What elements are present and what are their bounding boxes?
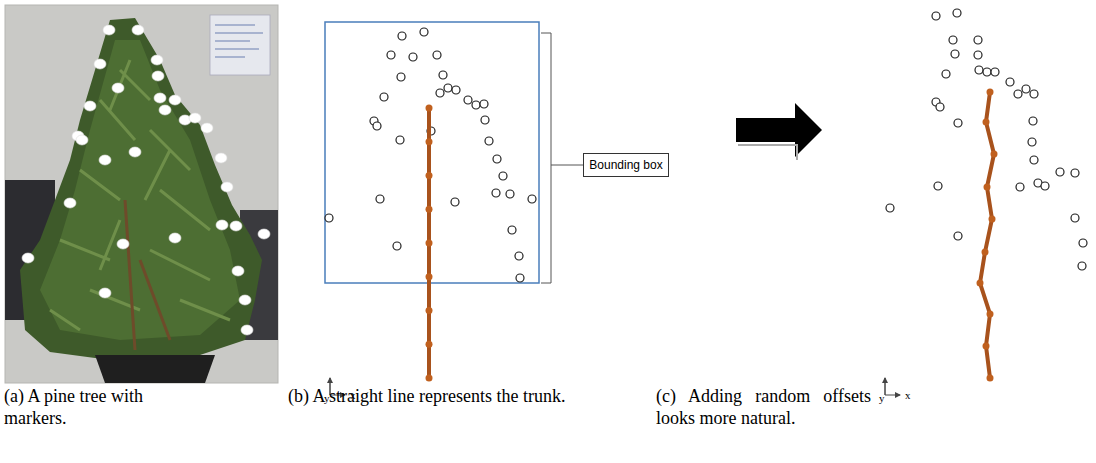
marker-point — [444, 84, 452, 92]
marker-point — [499, 172, 507, 180]
marker-point — [953, 9, 961, 17]
marker-point — [433, 51, 441, 59]
bounding-box-rect — [325, 22, 539, 283]
trunk-joint — [426, 375, 433, 382]
marker-point — [974, 36, 982, 44]
marker-point — [398, 32, 406, 40]
marker-point — [397, 73, 405, 81]
trunk-joint — [426, 105, 433, 112]
marker-point — [439, 71, 447, 79]
trunk-joint — [426, 138, 433, 145]
trunk-joint — [426, 172, 433, 179]
trunk-joint — [982, 249, 989, 256]
marker-point — [380, 93, 388, 101]
trunk-joint — [991, 151, 998, 158]
marker-point — [472, 101, 480, 109]
marker-point — [409, 53, 417, 61]
trunk-joint — [987, 375, 994, 382]
marker-point — [1079, 239, 1087, 247]
marker-point — [516, 274, 524, 282]
marker-point — [1028, 138, 1036, 146]
marker-point — [1014, 90, 1022, 98]
marker-point — [936, 103, 944, 111]
marker-point — [420, 28, 428, 36]
marker-point — [934, 182, 942, 190]
marker-point — [508, 226, 516, 234]
subfigure-caption: (a) A pine tree with markers. — [4, 386, 204, 429]
marker-point — [1030, 90, 1038, 98]
marker-point — [954, 119, 962, 127]
marker-point — [983, 68, 991, 76]
marker-point — [325, 214, 333, 222]
trunk-joint — [426, 341, 433, 348]
trunk-joint — [426, 206, 433, 213]
axis — [885, 378, 900, 395]
marker-point — [436, 89, 444, 97]
subfigure-caption: (b) A straight line represents the trunk… — [288, 386, 568, 408]
trunk-joint — [984, 184, 991, 191]
marker-point — [991, 68, 999, 76]
axis-label: y — [324, 392, 330, 405]
trunk-joint — [987, 89, 994, 96]
marker-point — [949, 36, 957, 44]
marker-point — [1022, 85, 1030, 93]
axis-label: y — [879, 392, 885, 405]
marker-point — [1071, 214, 1079, 222]
marker-point — [480, 100, 488, 108]
marker-point — [974, 51, 982, 59]
marker-point — [492, 189, 500, 197]
marker-point — [886, 204, 894, 212]
marker-point — [485, 137, 493, 145]
marker-point — [951, 50, 959, 58]
marker-point — [1056, 168, 1064, 176]
trunk-joint — [977, 280, 984, 287]
marker-point — [1029, 117, 1037, 125]
marker-point — [942, 70, 950, 78]
marker-point — [493, 155, 501, 163]
marker-point — [387, 51, 395, 59]
marker-point — [1078, 262, 1086, 270]
marker-point — [451, 198, 459, 206]
marker-point — [954, 232, 962, 240]
trunk-joint — [983, 119, 990, 126]
marker-point — [506, 190, 514, 198]
transform-arrow — [736, 103, 822, 157]
marker-point — [376, 195, 384, 203]
tree-photo — [5, 5, 278, 383]
trunk-joint — [426, 307, 433, 314]
callout-text: Bounding box — [589, 158, 662, 172]
marker-point — [1006, 78, 1014, 86]
marker-point — [373, 122, 381, 130]
marker-point — [1030, 156, 1038, 164]
bracket — [541, 33, 583, 283]
trunk-joint — [426, 273, 433, 280]
marker-point — [452, 86, 460, 94]
trunk-joint — [989, 216, 996, 223]
trunk-joint — [987, 311, 994, 318]
marker-point — [1016, 183, 1024, 191]
axis-label: x — [905, 389, 911, 402]
marker-point — [464, 96, 472, 104]
marker-point — [932, 12, 940, 20]
marker-point — [396, 136, 404, 144]
trunk-line — [980, 92, 994, 378]
trunk-joint — [426, 240, 433, 247]
marker-points — [325, 9, 1087, 382]
marker-point — [1041, 182, 1049, 190]
marker-point — [481, 116, 489, 124]
marker-point — [975, 66, 983, 74]
marker-point — [528, 195, 536, 203]
callout-box: Bounding box — [583, 153, 669, 177]
subfigure-caption: (c) Adding random offsets looks more nat… — [656, 386, 871, 429]
marker-point — [1071, 169, 1079, 177]
trunk-joint — [983, 343, 990, 350]
marker-point — [393, 242, 401, 250]
marker-point — [515, 252, 523, 260]
axis-label: x — [350, 389, 356, 402]
